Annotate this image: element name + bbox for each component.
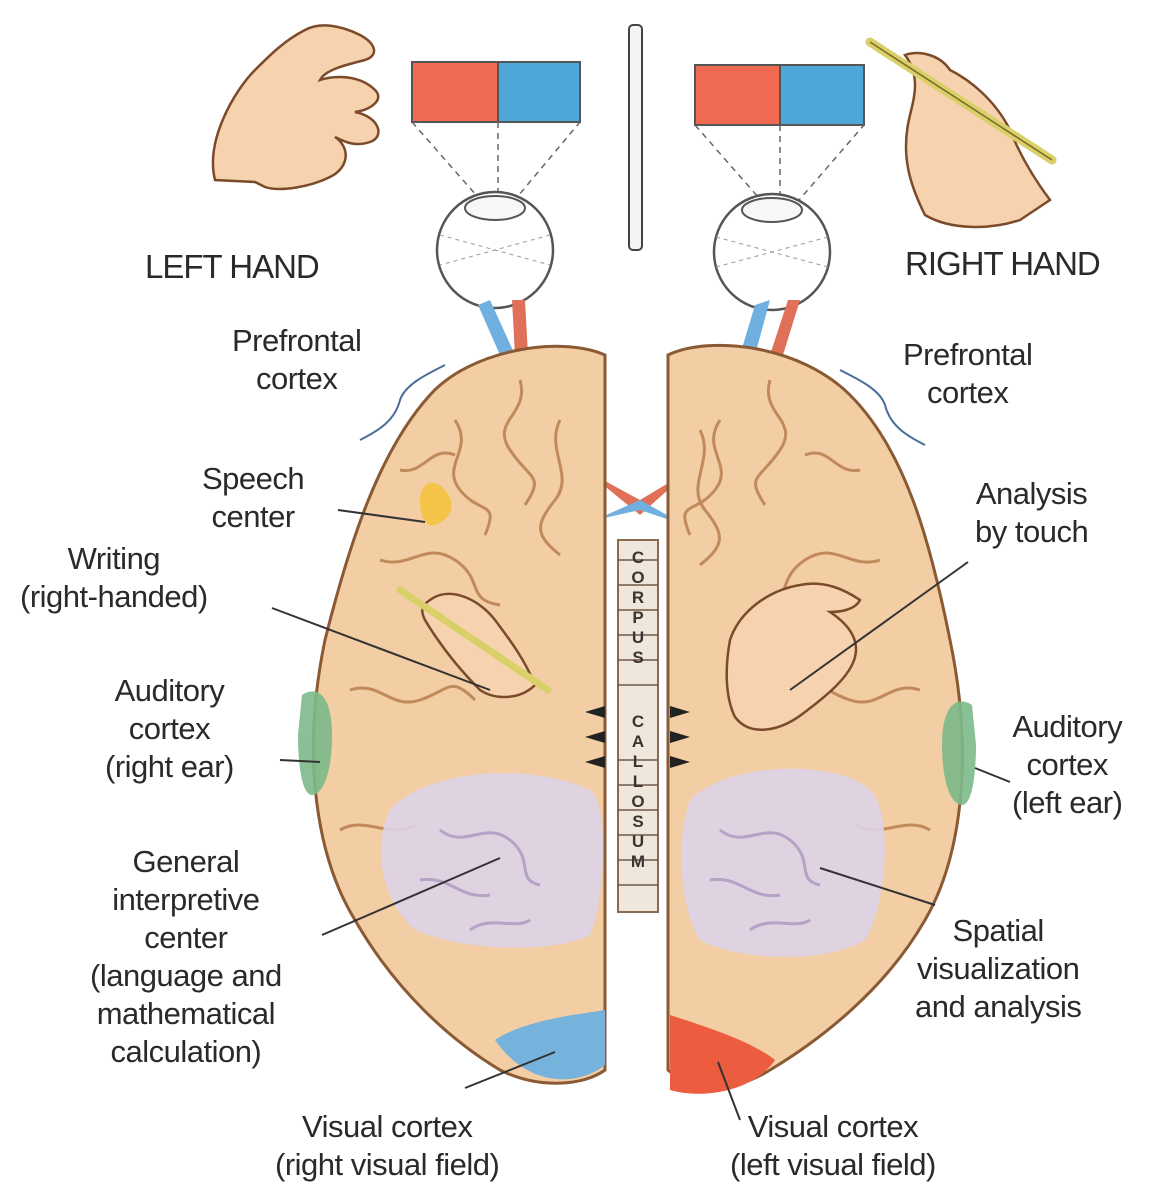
transfer-arrows [585, 706, 690, 768]
visual-cortex-right-region [670, 1015, 775, 1094]
visual-cortex-right-label: Visual cortex(left visual field) [730, 1109, 936, 1182]
writing-label: Writing(right-handed) [20, 541, 208, 614]
auditory-cortex-left-region [298, 691, 332, 795]
brain-touch-hand-icon [725, 582, 862, 731]
right-hand-pencil-icon [865, 37, 1057, 229]
visual-cortex-left-region [495, 1010, 605, 1080]
optic-nerves [478, 300, 800, 525]
left-eye-icon [435, 190, 555, 310]
corpus-callosum-fibers [618, 559, 658, 886]
left-hand-icon [211, 24, 380, 191]
left-visual-stimulus [411, 61, 581, 225]
leader-lines [271, 509, 1011, 1121]
spatial-visualization-region [681, 768, 885, 957]
speech-center-region [420, 482, 452, 526]
blue-field-box-left [497, 61, 581, 123]
right-hemisphere [666, 343, 976, 1094]
brace-prefrontal-left [359, 364, 446, 441]
corpus-callosum [617, 539, 659, 913]
visual-cortex-left-label: Visual cortex(right visual field) [275, 1109, 500, 1182]
left-hand-label: LEFT HAND [145, 248, 320, 285]
brace-prefrontal-right [839, 369, 926, 446]
right-visual-stimulus [694, 64, 865, 228]
right-hand-label: RIGHT HAND [905, 245, 1101, 282]
auditory-cortex-right-region [942, 701, 976, 805]
blue-field-box-right [779, 64, 865, 126]
red-field-box-right [694, 64, 781, 126]
red-field-box-left [411, 61, 499, 123]
left-hemisphere [298, 344, 607, 1085]
right-eye-icon [712, 192, 832, 312]
brain-writing-hand-icon [396, 586, 552, 699]
divider-bar [628, 24, 643, 251]
